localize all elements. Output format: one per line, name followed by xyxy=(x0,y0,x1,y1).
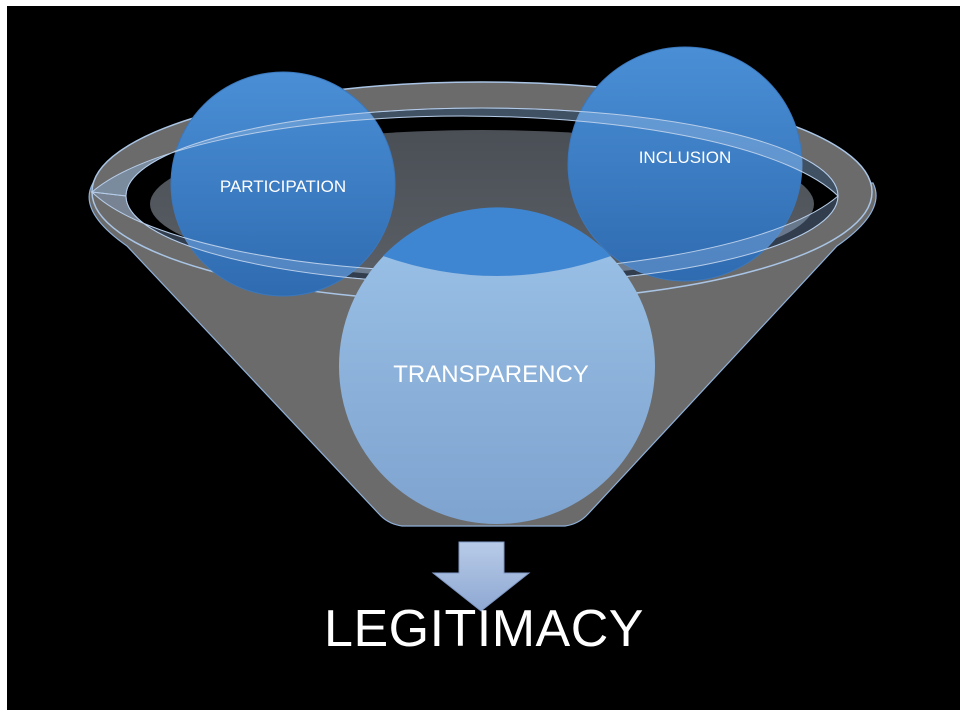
slide: PARTICIPATION INCLUSION TRANSPARENCY LEG… xyxy=(7,6,960,710)
inclusion-label: INCLUSION xyxy=(638,148,732,167)
funnel-rim-back xyxy=(90,107,839,198)
participation-circle xyxy=(170,71,396,297)
transparency-label: TRANSPARENCY xyxy=(393,361,589,388)
transparency-circle xyxy=(339,208,655,524)
funnel-diagram xyxy=(88,46,877,612)
down-arrow xyxy=(431,541,531,612)
inclusion-circle xyxy=(567,46,803,282)
funnel-rim-front xyxy=(90,191,839,285)
transparency-circle-cap xyxy=(383,207,611,276)
legitimacy-label: LEGITIMACY xyxy=(324,600,644,658)
participation-label: PARTICIPATION xyxy=(219,177,347,196)
